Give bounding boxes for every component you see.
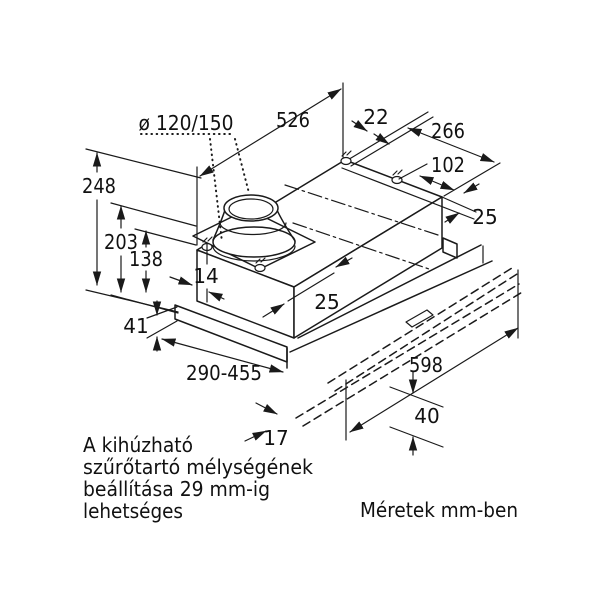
- dim-body-width-label: 526: [276, 108, 310, 132]
- dim-hole-edge-offset-label: 22: [363, 105, 388, 129]
- dim-body-width: 526: [196, 82, 344, 246]
- rear-edge-extension: [441, 196, 477, 213]
- dim-hole-edge-offset: 22: [351, 105, 390, 145]
- collar-cone-left: [212, 209, 226, 241]
- collar-seam: [219, 221, 287, 236]
- dim-hole-spacing: 266: [407, 119, 501, 197]
- dim-front-edge-offset: 25: [262, 256, 353, 318]
- side-bracket-tab: [442, 237, 458, 259]
- rear-flange-line: [341, 167, 475, 220]
- note-text: A kihúzható szűrőtartó mélységének beáll…: [83, 433, 313, 523]
- duct-collar: [192, 194, 316, 270]
- mounting-hole: [254, 257, 266, 273]
- dim-visor-height-label: 41: [123, 314, 148, 338]
- dim-rear-edge-offset: 25: [444, 182, 498, 229]
- units-note: Méretek mm-ben: [360, 498, 518, 522]
- note-line-3: beállítása 29 mm-ig: [83, 477, 270, 501]
- dim-front-inset-label: 14: [193, 264, 218, 288]
- note-line-2: szűrőtartó mélységének: [83, 455, 313, 479]
- collar-flange: [212, 226, 296, 258]
- note-line-4: lehetséges: [83, 499, 183, 523]
- collar-top-inner-rim: [228, 198, 274, 220]
- dim-body-height-label: 138: [129, 247, 163, 271]
- dim-visor-height: 41: [123, 300, 178, 352]
- dim-hole-to-corner: 102: [398, 153, 465, 191]
- panel-handle-recess: [405, 309, 434, 328]
- note-line-1: A kihúzható: [83, 433, 193, 457]
- dim-front-panel-thickness: 17: [244, 402, 289, 450]
- dim-front-panel-width: 598: [345, 269, 519, 441]
- dim-front-inset: 14: [169, 242, 225, 303]
- mounting-hole: [391, 169, 403, 185]
- dim-body-height: 138: [129, 228, 197, 293]
- dim-height-to-duct-label: 203: [104, 230, 138, 254]
- dim-front-panel-width-label: 598: [409, 353, 443, 377]
- dim-hole-to-corner-label: 102: [431, 153, 465, 177]
- mount-rail-line-2: [350, 116, 434, 167]
- dim-front-panel-thickness-label: 17: [263, 426, 288, 450]
- dim-rear-edge-offset-label: 25: [472, 205, 497, 229]
- centerlines: [284, 184, 439, 271]
- dim-hole-spacing-label: 266: [431, 119, 465, 143]
- dim-height-to-duct: 203: [104, 202, 197, 314]
- dim-depth-range: 290-455: [161, 338, 284, 385]
- dim-duct-diameter-label: ø 120/150: [139, 111, 234, 135]
- dim-total-height-label: 248: [82, 174, 116, 198]
- dim-front-edge-offset-label: 25: [314, 290, 339, 314]
- dim-depth-range-label: 290-455: [186, 361, 262, 385]
- dim-front-panel-height: 40: [389, 371, 444, 456]
- dim-front-panel-height-label: 40: [414, 404, 439, 428]
